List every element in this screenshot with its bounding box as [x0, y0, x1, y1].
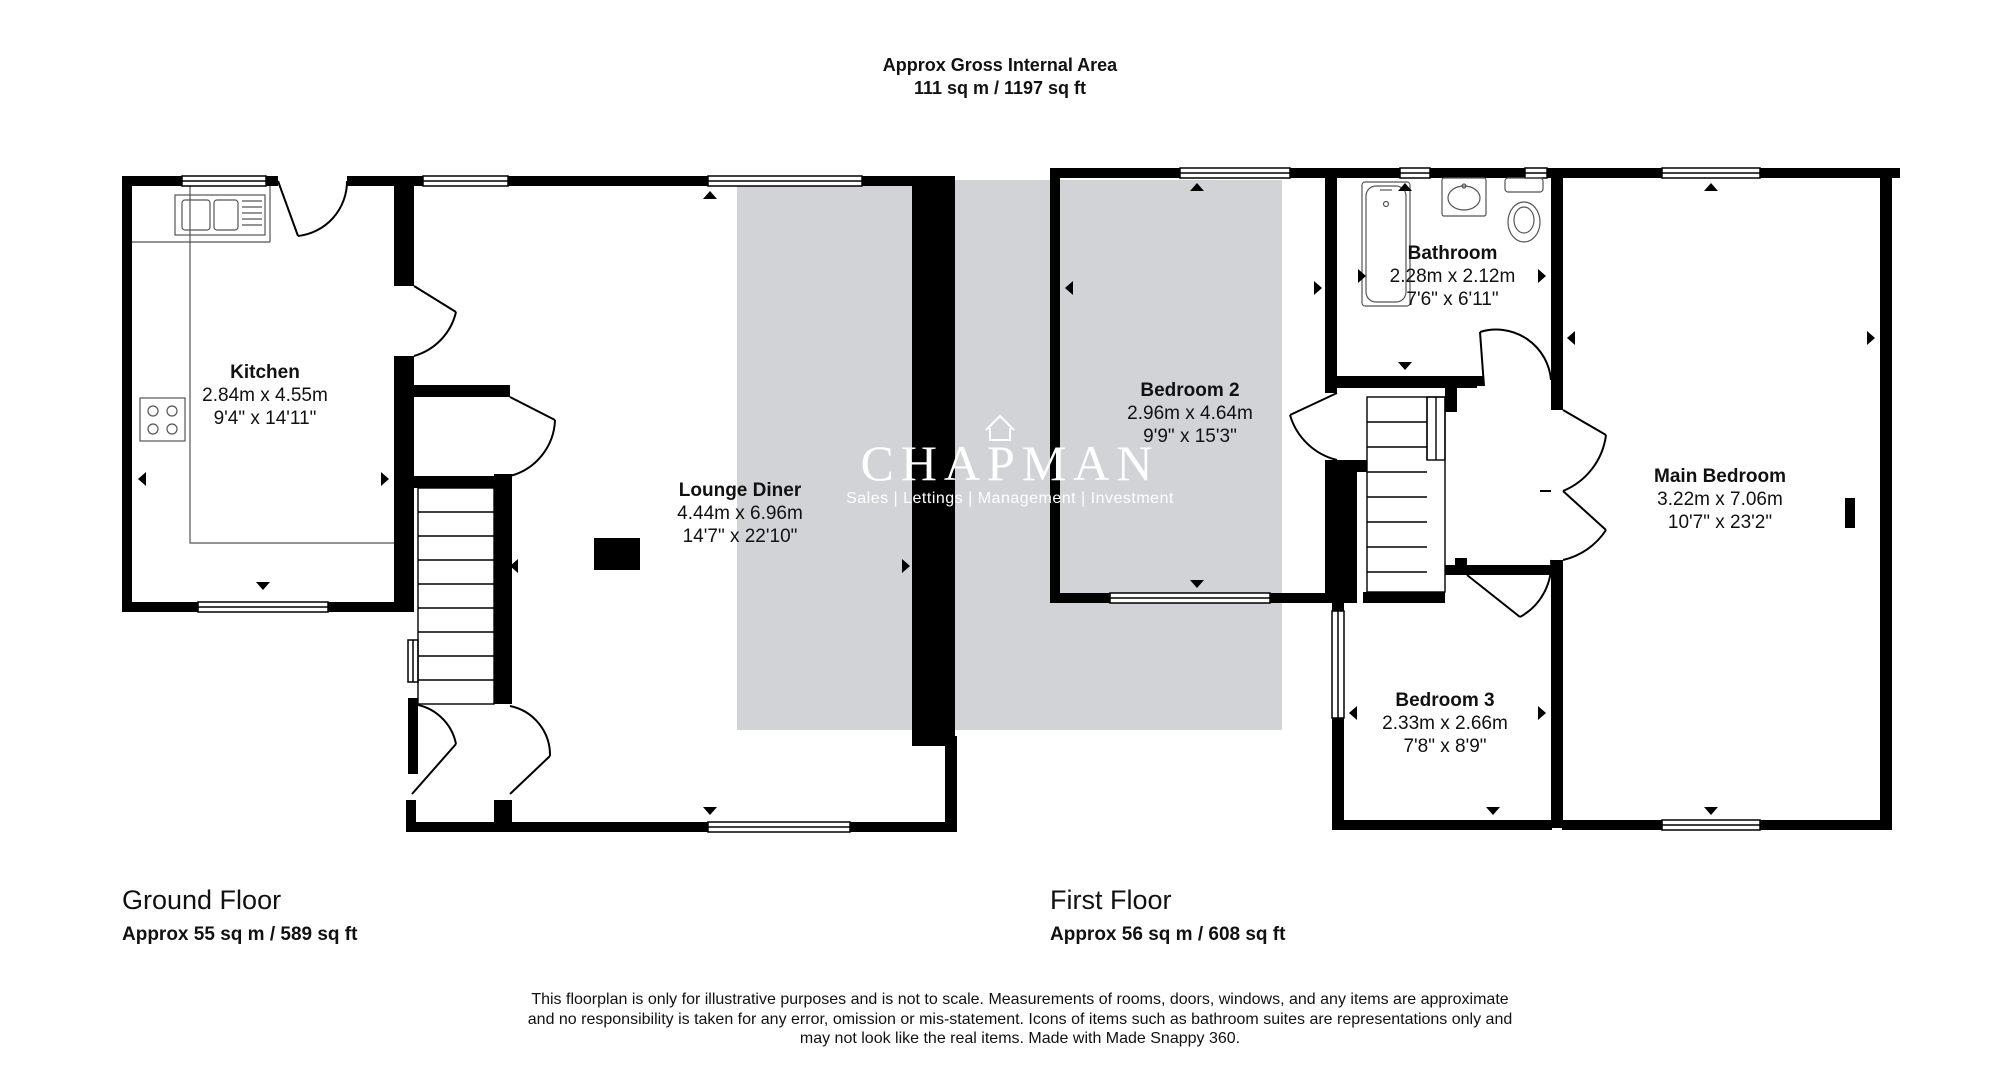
disclaimer-line: This floorplan is only for illustrative …: [531, 991, 1509, 1008]
room-name: Main Bedroom: [1654, 466, 1786, 487]
disclaimer: This floorplan is only for illustrative …: [430, 990, 1610, 1049]
first-floor-area: Approx 56 sq m / 608 sq ft: [1050, 924, 1286, 945]
gross-area-title: Approx Gross Internal Area: [882, 55, 1118, 75]
room-label-bedroom-3: Bedroom 3 2.33m x 2.66m 7'8" x 8'9": [1355, 690, 1535, 758]
disclaimer-line: and no responsibility is taken for any e…: [527, 1010, 1513, 1028]
room-name: Bathroom: [1407, 243, 1498, 264]
room-metric: 3.22m x 7.06m: [1657, 488, 1783, 510]
ground-floor-area: Approx 55 sq m / 589 sq ft: [122, 924, 358, 945]
room-metric: 2.96m x 4.64m: [1127, 402, 1253, 424]
ground-floor-walls: [122, 176, 957, 832]
first-floor-dimension-arrows: [1065, 183, 1875, 815]
room-name: Bedroom 3: [1395, 690, 1495, 711]
ground-floor-windows: [181, 175, 863, 833]
ground-floor-title: Ground Floor: [122, 885, 282, 915]
watermark-band: [737, 180, 1282, 730]
first-floor-title: First Floor: [1050, 885, 1172, 915]
room-imperial: 9'4" x 14'11": [213, 407, 317, 429]
room-metric: 2.33m x 2.66m: [1382, 712, 1508, 734]
room-imperial: 14'7" x 22'10": [682, 525, 798, 547]
room-name: Bedroom 2: [1140, 380, 1240, 401]
room-label-lounge-diner: Lounge Diner 4.44m x 6.96m 14'7" x 22'10…: [620, 480, 860, 548]
chimney-breast: [594, 538, 640, 570]
watermark-tagline: Sales | Lettings | Management | Investme…: [846, 490, 1174, 507]
first-floor-windows: [1109, 167, 1761, 831]
room-label-main-bedroom: Main Bedroom 3.22m x 7.06m 10'7" x 23'2": [1610, 466, 1830, 534]
gross-area-value: 111 sq m / 1197 sq ft: [913, 77, 1087, 98]
ground-floor-doors: [277, 180, 556, 795]
room-imperial: 7'6" x 6'11": [1406, 288, 1499, 310]
room-name: Kitchen: [230, 362, 300, 383]
disclaimer-line: may not look like the real items. Made w…: [799, 1030, 1241, 1048]
watermark-house-icon: [985, 414, 1015, 441]
room-imperial: 10'7" x 23'2": [1667, 511, 1773, 533]
ground-floor-stairs: [417, 487, 495, 705]
bathroom-fittings: [1361, 177, 1544, 307]
watermark-name: CHAPMAN: [860, 435, 1160, 491]
first-floor-doors: [1289, 328, 1607, 618]
ground-floor-dimension-arrows: [138, 191, 910, 815]
room-metric: 4.44m x 6.96m: [677, 502, 803, 524]
room-label-kitchen: Kitchen 2.84m x 4.55m 9'4" x 14'11": [160, 362, 370, 430]
room-metric: 2.84m x 4.55m: [202, 384, 328, 406]
room-metric: 2.28m x 2.12m: [1389, 265, 1516, 287]
kitchen-fittings: [132, 186, 394, 544]
room-label-bathroom: Bathroom 2.28m x 2.12m 7'6" x 6'11": [1365, 243, 1540, 311]
gross-internal-area: Approx Gross Internal Area 111 sq m / 11…: [0, 54, 2000, 99]
room-name: Lounge Diner: [678, 480, 802, 501]
first-floor-walls: [1050, 168, 1900, 830]
room-label-bedroom-2: Bedroom 2 2.96m x 4.64m 9'9" x 15'3": [1075, 380, 1305, 448]
watermark-logo: CHAPMAN Sales | Lettings | Management | …: [820, 434, 1200, 508]
room-imperial: 7'8" x 8'9": [1403, 735, 1487, 757]
room-imperial: 9'9" x 15'3": [1143, 425, 1237, 447]
first-floor-stairs: [1366, 396, 1446, 593]
